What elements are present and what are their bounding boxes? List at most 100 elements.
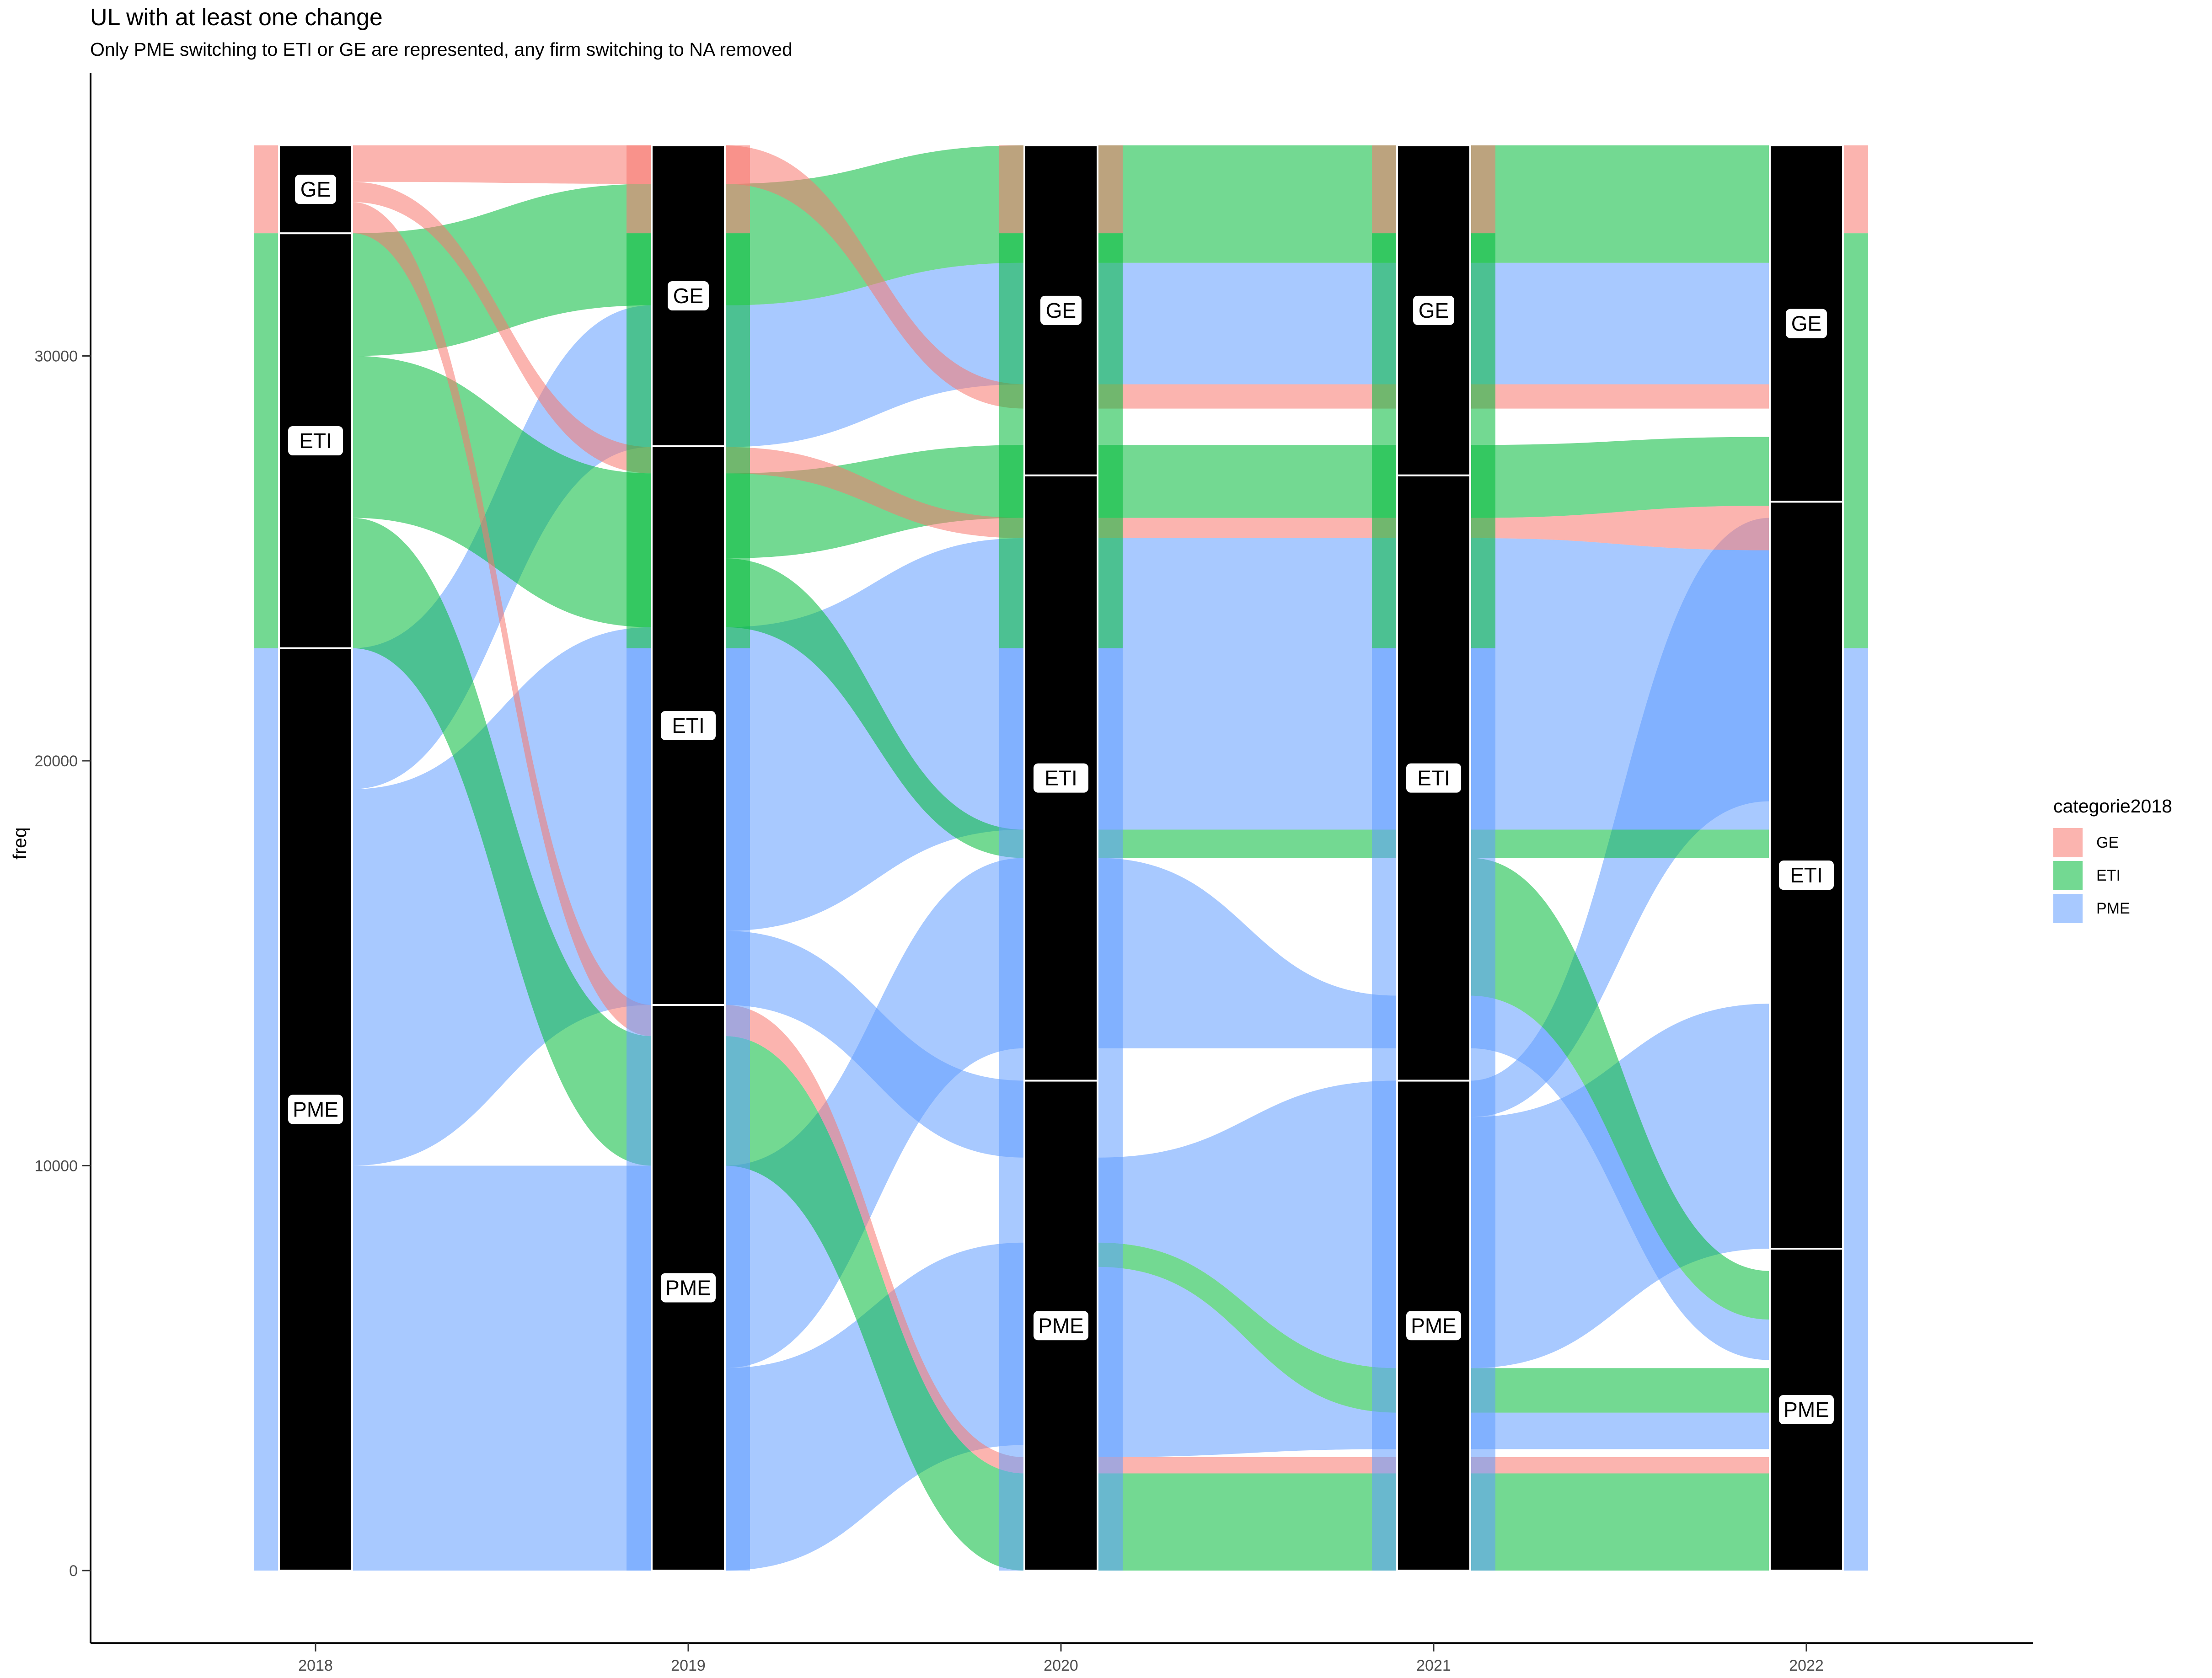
stratum-label-bg-eti-2019 xyxy=(661,711,716,740)
stratum-label-pme-2018: PME xyxy=(293,1097,338,1121)
legend-label-eti: ETI xyxy=(2096,866,2121,884)
x-tick-label-2021: 2021 xyxy=(1416,1657,1451,1674)
alluvium-eti-2022 xyxy=(1843,233,1868,648)
stratum-label-bg-ge-2021 xyxy=(1413,295,1454,325)
flow-band-eti-2020-2021 xyxy=(1098,145,1397,263)
chart-subtitle: Only PME switching to ETI or GE are repr… xyxy=(90,39,793,60)
flow-band-eti-2020-2021 xyxy=(1098,1242,1397,1413)
flow-band-ge-2018-2019 xyxy=(352,145,652,184)
flow-band-ge-2018-2019 xyxy=(352,202,652,1037)
flow-band-eti-2021-2022 xyxy=(1470,829,1770,858)
stratum-label-eti-2020: ETI xyxy=(1044,766,1077,790)
x-tick-label-2022: 2022 xyxy=(1789,1657,1824,1674)
stratum-label-bg-pme-2019 xyxy=(661,1273,716,1303)
flow-band-ge-2021-2022 xyxy=(1470,1457,1770,1474)
legend-key-ge xyxy=(2053,828,2083,857)
flow-band-eti-2021-2022 xyxy=(1470,858,1770,1320)
flow-band-ge-2018-2019 xyxy=(352,182,652,474)
flow-band-eti-2020-2021 xyxy=(1098,829,1397,858)
alluvium-eti-2019 xyxy=(627,233,652,648)
stratum-label-bg-pme-2021 xyxy=(1406,1311,1461,1341)
alluvium-ge-2018 xyxy=(254,145,279,234)
stratum-label-bg-ge-2019 xyxy=(668,281,709,310)
flow-band-eti-2021-2022 xyxy=(1470,145,1770,263)
flow-band-ge-2020-2021 xyxy=(1098,384,1397,409)
alluvium-ge-2019 xyxy=(725,145,750,234)
flow-band-pme-2021-2022 xyxy=(1470,995,1770,1360)
stratum-label-bg-eti-2022 xyxy=(1779,860,1834,890)
legend-label-ge: GE xyxy=(2096,834,2119,851)
flow-band-eti-2021-2022 xyxy=(1470,1473,1770,1571)
chart-title: UL with at least one change xyxy=(90,4,383,31)
alluvium-pme-2020 xyxy=(1098,648,1123,1571)
alluvium-ge-2019 xyxy=(627,145,652,234)
flow-band-pme-2019-2020 xyxy=(725,930,1024,1158)
stratum-label-ge-2019: GE xyxy=(673,284,703,308)
flow-bands xyxy=(352,145,1770,1571)
flow-band-ge-2020-2021 xyxy=(1098,1457,1397,1474)
flow-band-pme-2020-2021 xyxy=(1098,538,1397,830)
alluvium-pme-2019 xyxy=(725,648,750,1571)
y-tick-label-10000: 10000 xyxy=(34,1157,78,1175)
flow-band-ge-2019-2020 xyxy=(725,1005,1024,1474)
stratum-label-ge-2021: GE xyxy=(1419,299,1449,322)
flow-band-eti-2019-2020 xyxy=(725,1036,1024,1571)
stratum-label-eti-2021: ETI xyxy=(1417,766,1450,790)
flow-band-pme-2018-2019 xyxy=(352,1165,652,1571)
y-tick-label-20000: 20000 xyxy=(34,753,78,770)
flow-band-ge-2019-2020 xyxy=(725,145,1024,409)
flow-band-ge-2021-2022 xyxy=(1470,384,1770,409)
flow-band-pme-2020-2021 xyxy=(1098,1080,1397,1368)
legend-key-pme xyxy=(2053,894,2083,923)
flow-band-eti-2021-2022 xyxy=(1470,437,1770,518)
flow-band-pme-2021-2022 xyxy=(1470,262,1770,385)
y-tick-label-0: 0 xyxy=(69,1562,78,1580)
alluvium-eti-2021 xyxy=(1372,233,1397,648)
stratum-label-eti-2022: ETI xyxy=(1790,863,1823,887)
flow-band-eti-2020-2021 xyxy=(1098,1473,1397,1571)
flow-band-pme-2019-2020 xyxy=(725,262,1024,447)
stratum-label-pme-2020: PME xyxy=(1038,1314,1084,1337)
legend-key-eti xyxy=(2053,861,2083,890)
alluvium-pme-2018 xyxy=(254,648,279,1571)
flow-band-pme-2020-2021 xyxy=(1098,858,1397,1048)
stratum-label-pme-2022: PME xyxy=(1784,1398,1829,1421)
alluvium-eti-2021 xyxy=(1470,233,1495,648)
stratum-label-pme-2021: PME xyxy=(1411,1314,1457,1337)
stratum-label-bg-eti-2020 xyxy=(1034,763,1088,793)
stratum-label-ge-2018: GE xyxy=(300,177,331,201)
flow-band-pme-2021-2022 xyxy=(1470,1412,1770,1449)
alluvium-ge-2022 xyxy=(1843,145,1868,234)
alluvium-pme-2020 xyxy=(999,648,1024,1571)
stratum-label-bg-pme-2022 xyxy=(1779,1395,1834,1425)
alluvium-eti-2019 xyxy=(725,233,750,648)
stratum-label-eti-2018: ETI xyxy=(299,429,332,453)
stratum-label-ge-2022: GE xyxy=(1791,312,1821,336)
stratum-label-bg-pme-2020 xyxy=(1034,1311,1088,1341)
stratum-label-bg-eti-2021 xyxy=(1406,763,1461,793)
legend-item-pme: PME xyxy=(2053,892,2172,925)
alluvium-eti-2020 xyxy=(1098,233,1123,648)
alluvium-ge-2021 xyxy=(1372,145,1397,234)
flow-band-ge-2020-2021 xyxy=(1098,518,1397,538)
flow-band-pme-2020-2021 xyxy=(1098,262,1397,385)
flow-band-eti-2018-2019 xyxy=(352,518,652,1166)
legend-label-pme: PME xyxy=(2096,899,2130,917)
alluvium-ge-2020 xyxy=(999,145,1024,234)
alluvium-pme-2022 xyxy=(1843,648,1868,1571)
flow-band-pme-2020-2021 xyxy=(1098,1267,1397,1458)
flow-band-ge-2019-2020 xyxy=(725,447,1024,538)
stratum-label-bg-ge-2022 xyxy=(1786,309,1827,338)
alluvium-pme-2021 xyxy=(1470,648,1495,1571)
flow-band-ge-2021-2022 xyxy=(1470,506,1770,550)
stratum-label-bg-pme-2018 xyxy=(288,1095,343,1124)
stratum-label-pme-2019: PME xyxy=(665,1276,711,1299)
flow-band-eti-2020-2021 xyxy=(1098,445,1397,518)
stratum-label-ge-2020: GE xyxy=(1046,299,1076,322)
x-tick-label-2019: 2019 xyxy=(671,1657,706,1674)
legend-title: categorie2018 xyxy=(2053,796,2172,817)
flow-band-pme-2019-2020 xyxy=(725,858,1024,1368)
alluvium-pme-2021 xyxy=(1372,648,1397,1571)
